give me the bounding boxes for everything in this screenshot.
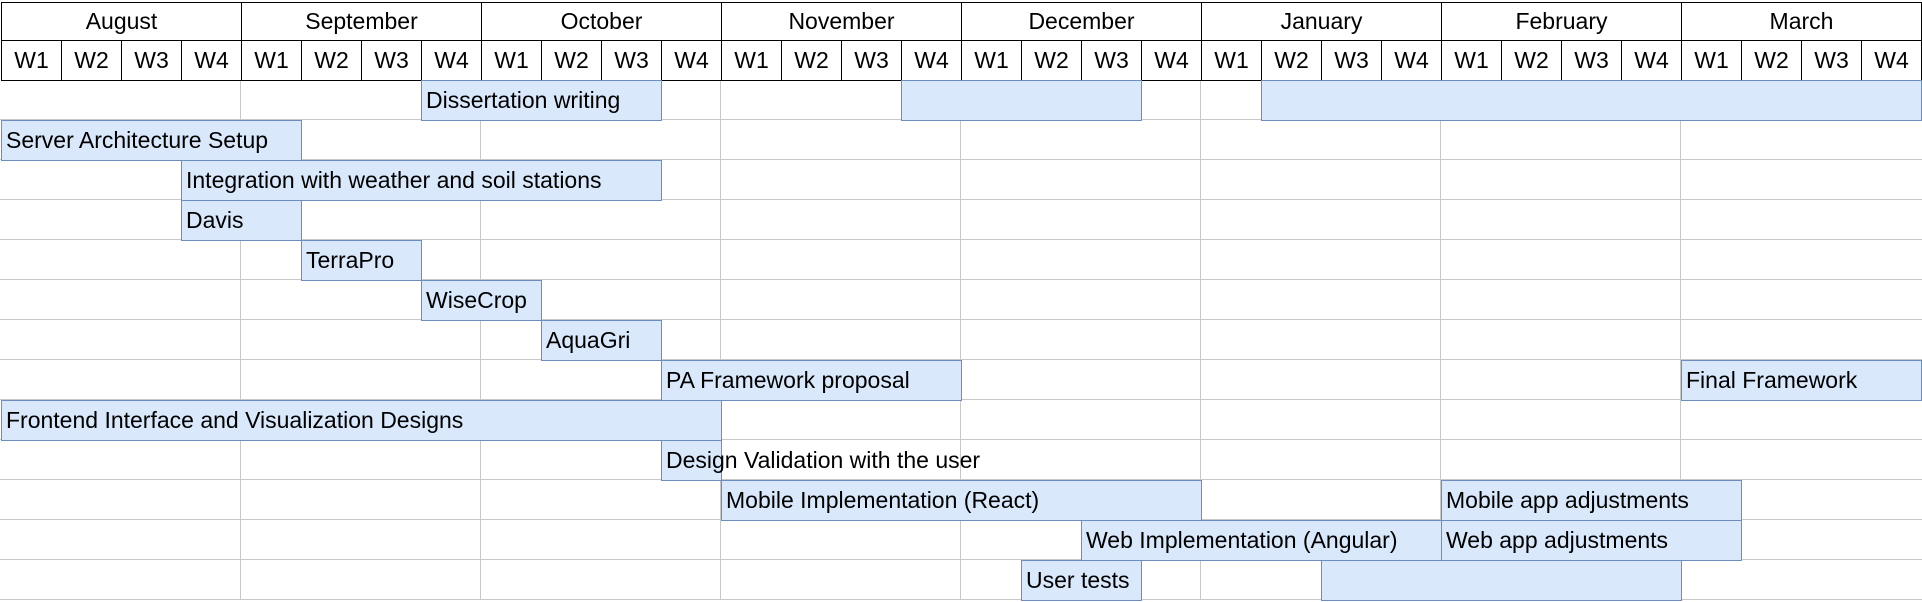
week-header: W4 [421,40,482,81]
week-header: W4 [181,40,242,81]
grid-month-line [1680,80,1681,600]
grid-month-line [240,80,241,600]
task-label: Design Validation with the user [666,447,981,473]
week-header: W2 [1021,40,1082,81]
task-bar [541,320,662,361]
task-bar [421,80,662,121]
week-header: W2 [781,40,842,81]
week-header: W4 [1381,40,1442,81]
week-header: W3 [1081,40,1142,81]
task-label: Web app adjustments [1446,527,1669,553]
month-header: January [1201,2,1442,41]
task-label: Dissertation writing [426,87,621,113]
grid-row-line [0,439,1922,440]
week-header: W4 [901,40,962,81]
task-label: WiseCrop [426,287,527,313]
task-bar [901,80,1142,121]
week-header: W1 [1201,40,1262,81]
task-label: Final Framework [1686,367,1858,393]
month-header: October [481,2,722,41]
task-bar [1321,560,1682,601]
task-bar [301,240,422,281]
week-header: W1 [961,40,1022,81]
week-header: W4 [1861,40,1922,81]
task-label: Frontend Interface and Visualization Des… [6,407,464,433]
task-bar [1441,520,1742,561]
task-label: Integration with weather and soil statio… [186,167,602,193]
month-header: March [1681,2,1922,41]
week-header: W2 [61,40,122,81]
task-label: Davis [186,207,244,233]
task-label: PA Framework proposal [666,367,910,393]
week-header: W3 [1561,40,1622,81]
task-bar [661,440,722,481]
week-header: W3 [841,40,902,81]
task-bar [661,360,962,401]
month-header: February [1441,2,1682,41]
task-bar [181,200,302,241]
week-header: W1 [481,40,542,81]
task-label: Mobile app adjustments [1446,487,1689,513]
task-bar [721,480,1202,521]
grid-month-line [480,80,481,600]
task-bar [1441,480,1742,521]
week-header: W2 [541,40,602,81]
week-header: W2 [1261,40,1322,81]
month-header: December [961,2,1202,41]
grid-month-line [720,80,721,600]
week-header: W2 [1501,40,1562,81]
week-header: W2 [1741,40,1802,81]
grid-row-line [0,559,1922,560]
grid-row-line [0,199,1922,200]
task-bar [1,120,302,161]
grid-row-line [0,239,1922,240]
task-bar [1681,360,1922,401]
week-header: W1 [1,40,62,81]
week-header: W3 [121,40,182,81]
grid-month-line [1200,80,1201,600]
month-header: August [1,2,242,41]
task-bar [1081,520,1442,561]
task-bar [421,280,542,321]
week-header: W2 [301,40,362,81]
task-label: Web Implementation (Angular) [1086,527,1398,553]
grid-month-line [960,80,961,600]
grid-row-line [0,279,1922,280]
week-header: W4 [1621,40,1682,81]
week-header: W1 [1441,40,1502,81]
grid-month-line [1440,80,1441,600]
week-header: W1 [1681,40,1742,81]
grid-row-line [0,359,1922,360]
week-header: W3 [601,40,662,81]
task-label: Mobile Implementation (React) [726,487,1040,513]
task-label: User tests [1026,567,1130,593]
grid-row-line [0,479,1922,480]
week-header: W3 [1321,40,1382,81]
month-header: November [721,2,962,41]
week-header: W4 [661,40,722,81]
week-header: W1 [721,40,782,81]
grid-row-line [0,319,1922,320]
task-bar [1261,80,1922,121]
task-label: TerraPro [306,247,395,273]
task-bar [1021,560,1142,601]
week-header: W3 [361,40,422,81]
task-label: Server Architecture Setup [6,127,269,153]
week-header: W3 [1801,40,1862,81]
task-bar [1,400,722,441]
week-header: W4 [1141,40,1202,81]
week-header: W1 [241,40,302,81]
month-header: September [241,2,482,41]
task-bar [181,160,662,201]
task-label: AquaGri [546,327,631,353]
grid-row-line [0,159,1922,160]
grid-row-line [0,599,1922,600]
